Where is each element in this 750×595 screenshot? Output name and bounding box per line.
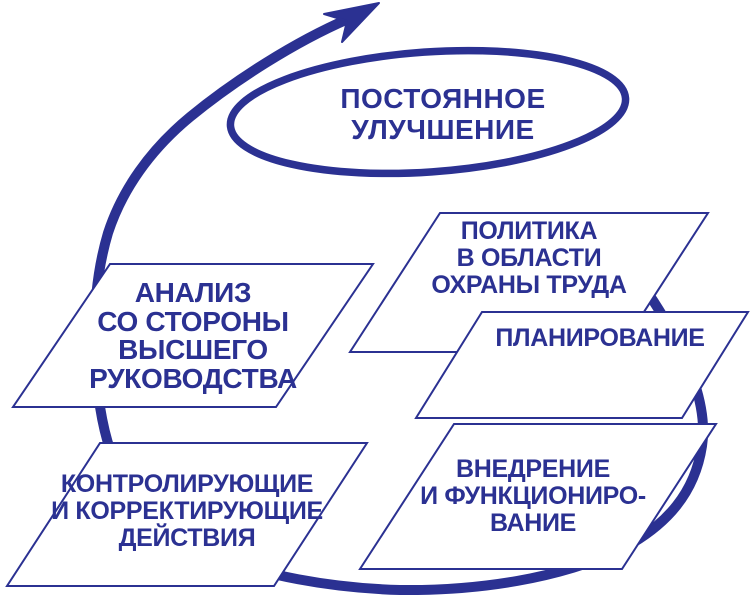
cycle-arrow-head-icon [323, 2, 380, 43]
implementation-box-label: ВНЕДРЕНИЕ И ФУНКЦИОНИРО- ВАНИЕ [393, 456, 673, 537]
control-box-shape [5, 442, 369, 587]
label-line: ПЛАНИРОВАНИЕ [495, 324, 705, 352]
title-line: ПОСТОЯННОЕ [340, 83, 546, 114]
policy-box-label: ПОЛИТИКА В ОБЛАСТИ ОХРАНЫ ТРУДА [389, 218, 669, 299]
planning-box-label: ПЛАНИРОВАНИЕ [450, 325, 750, 352]
continuous-improvement-title: ПОСТОЯННОЕ УЛУЧШЕНИЕ [283, 83, 603, 145]
label-line: ВЫСШЕГО [118, 334, 268, 365]
title-line: УЛУЧШЕНИЕ [351, 114, 535, 145]
label-line: СО СТОРОНЫ [97, 305, 289, 337]
label-line: РУКОВОДСТВА [89, 362, 297, 394]
label-line: ДЕЙСТВИЯ [118, 524, 256, 552]
control-box-label: КОНТРОЛИРУЮЩИЕ И КОРРЕКТИРУЮЩИЕ ДЕЙСТВИЯ [37, 471, 337, 552]
label-line: КОНТРОЛИРУЮЩИЕ [60, 470, 314, 498]
label-line: В ОБЛАСТИ [456, 244, 602, 272]
label-line: И ФУНКЦИОНИРО- [420, 482, 646, 510]
label-line: ВНЕДРЕНИЕ [456, 455, 610, 483]
label-line: ПОЛИТИКА [460, 217, 598, 245]
continuous-improvement-ellipse [226, 46, 630, 178]
planning-box-shape [414, 311, 750, 419]
analysis-box-label: АНАЛИЗ СО СТОРОНЫ ВЫСШЕГО РУКОВОДСТВА [53, 277, 333, 394]
label-line: И КОРРЕКТИРУЮЩИЕ [51, 497, 323, 525]
label-line: ОХРАНЫ ТРУДА [431, 271, 627, 299]
implementation-box-shape [358, 423, 718, 570]
label-line: АНАЛИЗ [134, 277, 252, 308]
analysis-box-shape [11, 263, 375, 408]
label-line: ВАНИЕ [489, 509, 577, 537]
